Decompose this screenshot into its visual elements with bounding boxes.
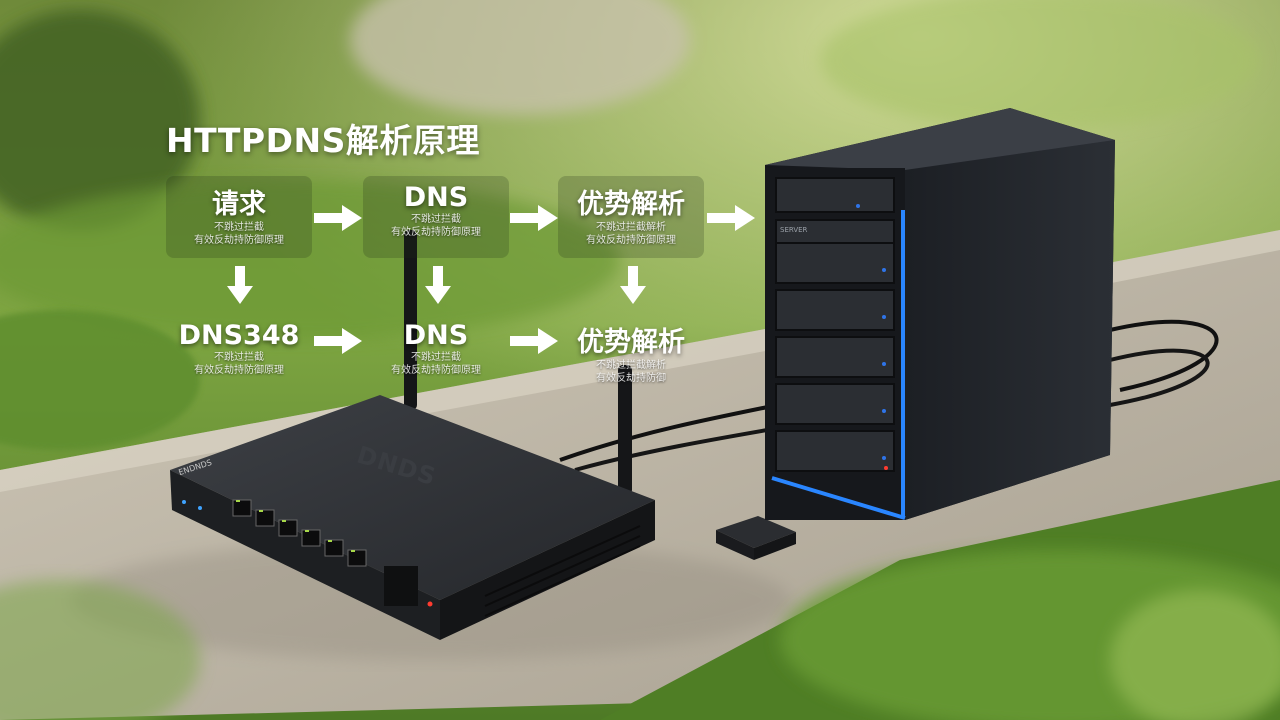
arrow-right-icon — [510, 328, 558, 354]
page-title: HTTPDNS解析原理 — [166, 121, 480, 160]
flow-box-dns-2: DNS 不跳过拦截 有效反劫持防御原理 — [363, 314, 509, 396]
flow-box-sub: 不跳过拦截 — [411, 352, 461, 363]
server-front-label: SERVER — [780, 226, 808, 234]
flow-box-sub: 不跳过拦截解析 — [596, 222, 666, 233]
flow-box-sub: 有效反劫持防御原理 — [391, 227, 481, 238]
flow-box-request: 请求 不跳过拦截 有效反劫持防御原理 — [166, 176, 312, 258]
flow-box-label: 优势解析 — [577, 327, 685, 358]
flow-box-label: DNS — [403, 182, 469, 213]
arrow-down-icon — [425, 266, 451, 304]
flow-box-dns: DNS 不跳过拦截 有效反劫持防御原理 — [363, 176, 509, 258]
flow-box-label: DNS348 — [178, 320, 300, 351]
arrow-down-icon — [227, 266, 253, 304]
flow-box-dns348: DNS348 不跳过拦截 有效反劫持防御原理 — [166, 314, 312, 396]
router-model-label: ENDNDS — [177, 457, 213, 478]
router-brand-label: DNDS — [353, 440, 440, 492]
flow-box-sub: 有效反劫持防御 — [596, 373, 666, 384]
arrow-right-icon — [510, 205, 558, 231]
flow-box-sub: 不跳过拦截解析 — [596, 360, 666, 371]
flow-box-sub: 不跳过拦截 — [214, 222, 264, 233]
flow-box-advantage: 优势解析 不跳过拦截解析 有效反劫持防御原理 — [558, 176, 704, 258]
flow-box-sub: 不跳过拦截 — [411, 214, 461, 225]
flow-box-sub: 有效反劫持防御原理 — [194, 365, 284, 376]
flow-box-sub: 有效反劫持防御原理 — [586, 235, 676, 246]
arrow-down-icon — [620, 266, 646, 304]
arrow-right-icon — [707, 205, 755, 231]
flow-box-sub: 有效反劫持防御原理 — [391, 365, 481, 376]
arrow-right-icon — [314, 328, 362, 354]
flow-box-label: 优势解析 — [577, 189, 685, 220]
flow-box-sub: 不跳过拦截 — [214, 352, 264, 363]
arrow-right-icon — [314, 205, 362, 231]
flow-box-sub: 有效反劫持防御原理 — [194, 235, 284, 246]
flow-box-label: 请求 — [212, 189, 266, 220]
flow-box-label: DNS — [403, 320, 469, 351]
flow-box-advantage-2: 优势解析 不跳过拦截解析 有效反劫持防御 — [558, 314, 704, 396]
